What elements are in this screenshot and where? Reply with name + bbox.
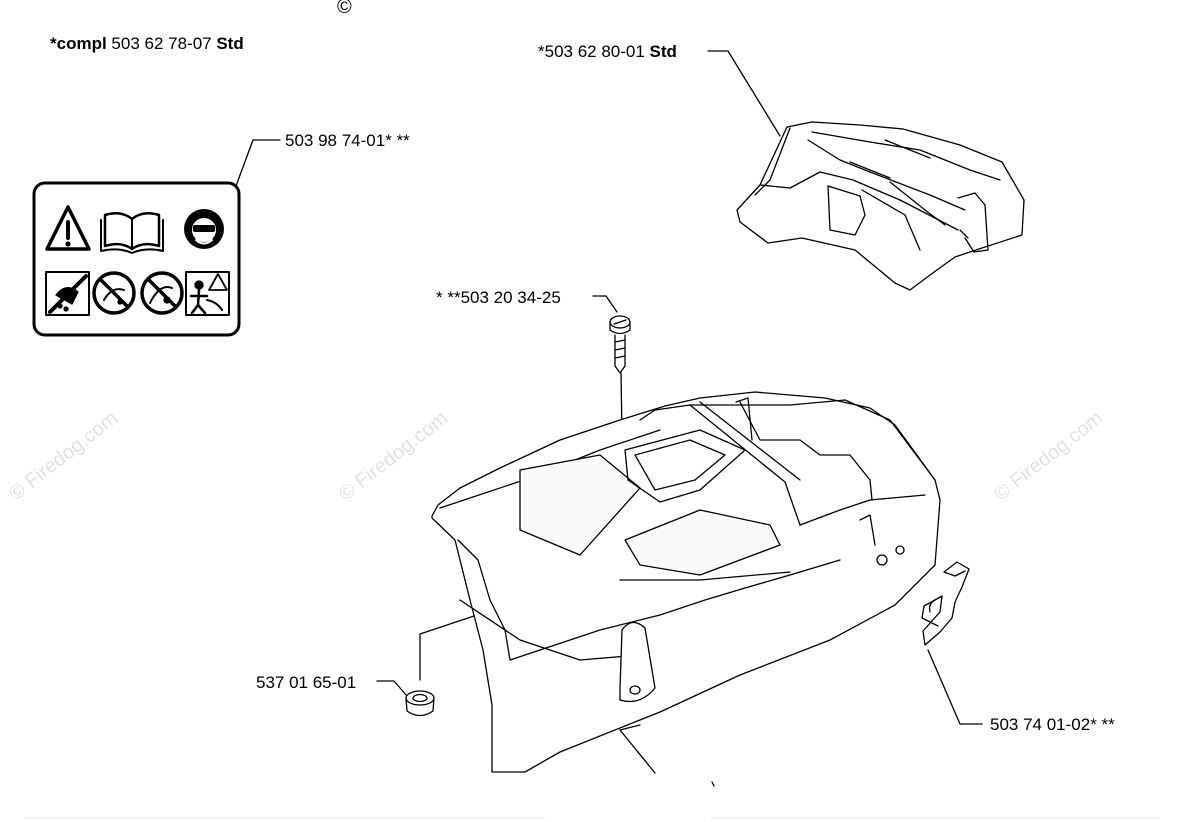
grommet-part bbox=[405, 690, 435, 717]
leader-grommet bbox=[376, 680, 408, 697]
copyright-symbol: © bbox=[337, 0, 352, 18]
housing-cover-part bbox=[431, 391, 941, 773]
label-decal: 503 98 74-01* ** bbox=[285, 131, 410, 150]
compl-std: Std bbox=[216, 34, 244, 53]
no-blade-contact-icon bbox=[140, 271, 184, 315]
label-grommet: 537 01 65-01 bbox=[256, 673, 357, 692]
label-compl-assembly: *compl 503 62 78-07 Std bbox=[50, 35, 244, 52]
no-bystanders-icon bbox=[92, 271, 136, 315]
compl-number: 503 62 78-07 bbox=[106, 34, 217, 53]
stray-mark bbox=[711, 781, 715, 787]
leader-screw bbox=[592, 295, 618, 313]
leader-top-cover bbox=[707, 50, 781, 137]
top-cover-std: Std bbox=[649, 42, 677, 61]
label-top-cover: *503 62 80-01 Std bbox=[538, 43, 677, 60]
kickback-warning-icon bbox=[185, 271, 230, 316]
warning-triangle-icon bbox=[45, 205, 91, 251]
top-cover-part bbox=[736, 121, 1025, 291]
warning-decal bbox=[32, 181, 241, 337]
label-screw: * **503 20 34-25 bbox=[436, 288, 561, 307]
label-latch: 503 74 01-02* ** bbox=[990, 715, 1115, 734]
screw-part bbox=[609, 315, 631, 374]
leader-bottom bbox=[619, 729, 656, 774]
compl-prefix: *compl bbox=[50, 34, 107, 53]
leader-latch bbox=[927, 649, 983, 725]
top-cover-number: *503 62 80-01 bbox=[538, 42, 650, 61]
leader-decal bbox=[235, 139, 281, 187]
debris-warning-icon bbox=[45, 271, 90, 316]
latch-part bbox=[921, 561, 970, 646]
manual-book-icon bbox=[100, 211, 164, 254]
protective-gear-icon bbox=[184, 209, 224, 249]
